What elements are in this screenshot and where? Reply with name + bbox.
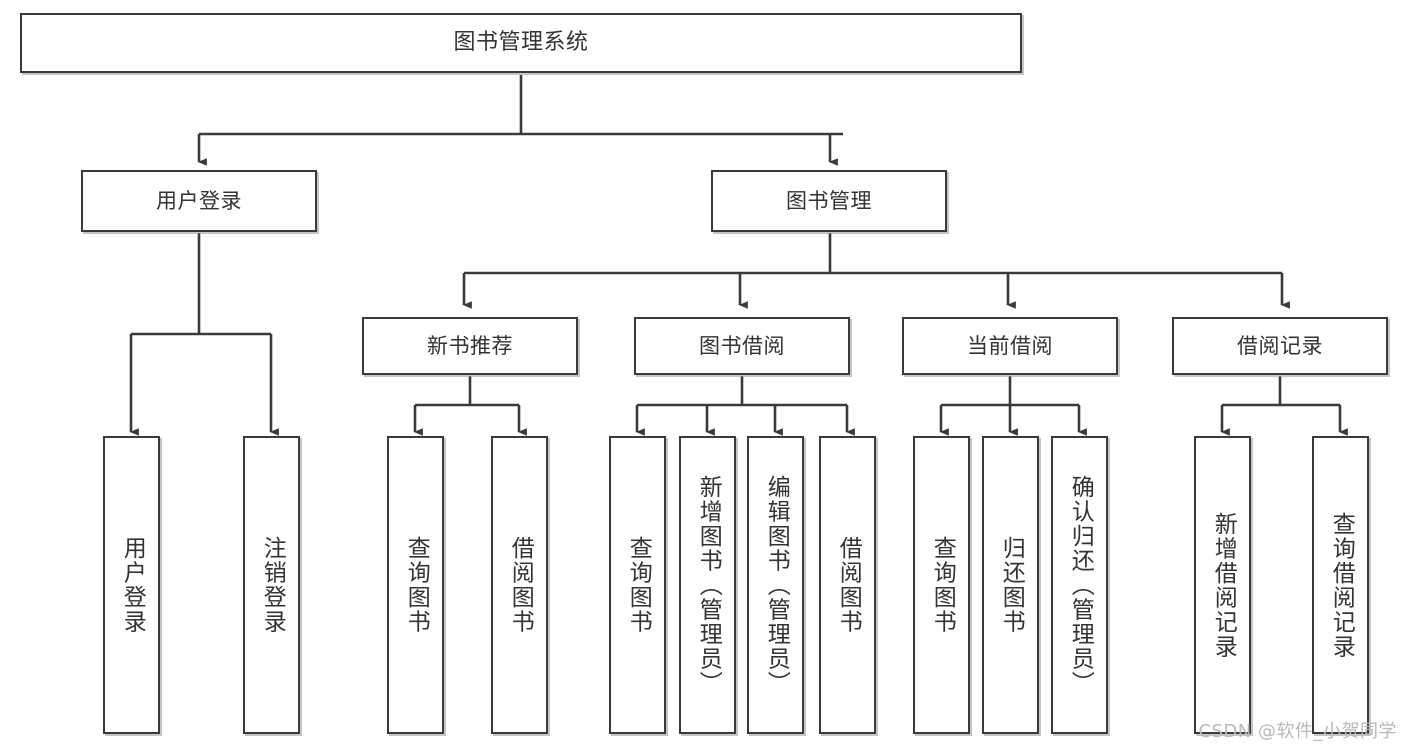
node-label: 图书管理 — [786, 188, 872, 213]
node-label: 图书借阅 — [699, 333, 785, 358]
leaf-user-login[interactable]: 用户登录 — [103, 436, 160, 734]
node-label: 新书推荐 — [427, 333, 513, 358]
leaf-borrow-book-borrow[interactable]: 借阅图书 — [819, 436, 876, 734]
node-label: 借阅记录 — [1237, 333, 1323, 358]
node-label: 确认归还（管理员） — [1067, 474, 1094, 696]
node-label: 图书管理系统 — [453, 30, 589, 56]
leaf-query-book-borrow[interactable]: 查询图书 — [609, 436, 666, 734]
leaf-query-book-current[interactable]: 查询图书 — [913, 436, 970, 734]
node-label: 查询图书 — [625, 536, 652, 634]
leaf-logout[interactable]: 注销登录 — [243, 436, 300, 734]
node-label: 新增借阅记录 — [1210, 511, 1237, 659]
node-new-book-recommend[interactable]: 新书推荐 — [362, 317, 578, 375]
node-label: 用户登录 — [119, 536, 146, 634]
leaf-add-borrow-record[interactable]: 新增借阅记录 — [1194, 436, 1251, 734]
node-label: 用户登录 — [156, 188, 242, 213]
node-label: 借阅图书 — [835, 536, 862, 634]
node-root-system[interactable]: 图书管理系统 — [20, 13, 1022, 73]
leaf-confirm-return-admin[interactable]: 确认归还（管理员） — [1051, 436, 1108, 734]
node-label: 当前借阅 — [967, 333, 1053, 358]
node-label: 查询图书 — [403, 536, 430, 634]
leaf-edit-book-admin[interactable]: 编辑图书（管理员） — [747, 436, 804, 734]
node-label: 注销登录 — [259, 536, 286, 634]
node-book-management[interactable]: 图书管理 — [711, 170, 947, 232]
leaf-query-borrow-record[interactable]: 查询借阅记录 — [1312, 436, 1369, 734]
node-book-borrow[interactable]: 图书借阅 — [634, 317, 850, 375]
node-label: 新增图书（管理员） — [695, 474, 722, 696]
node-borrow-record[interactable]: 借阅记录 — [1172, 317, 1388, 375]
node-label: 查询图书 — [929, 536, 956, 634]
node-label: 借阅图书 — [507, 536, 534, 634]
leaf-borrow-book-recommend[interactable]: 借阅图书 — [491, 436, 548, 734]
leaf-query-book-recommend[interactable]: 查询图书 — [387, 436, 444, 734]
leaf-add-book-admin[interactable]: 新增图书（管理员） — [679, 436, 736, 734]
node-label: 归还图书 — [998, 536, 1025, 634]
watermark: CSDN @软件_小贺同学 — [1198, 721, 1397, 742]
node-current-borrow[interactable]: 当前借阅 — [902, 317, 1118, 375]
node-label: 编辑图书（管理员） — [763, 474, 790, 696]
node-user-login[interactable]: 用户登录 — [81, 170, 317, 232]
leaf-return-book[interactable]: 归还图书 — [982, 436, 1039, 734]
node-label: 查询借阅记录 — [1328, 511, 1355, 659]
